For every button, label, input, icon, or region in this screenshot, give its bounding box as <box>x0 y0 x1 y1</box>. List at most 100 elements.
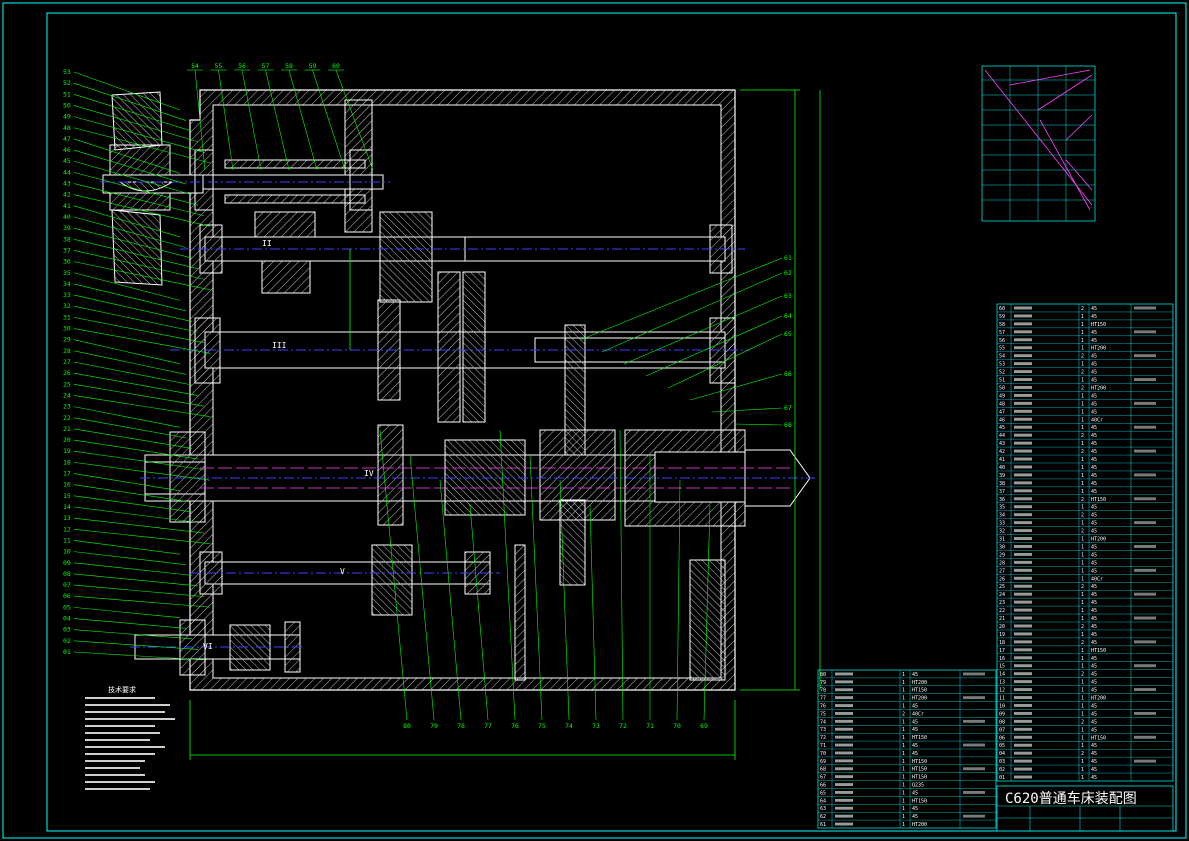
part-name-cell <box>1014 378 1032 381</box>
callout-number: 35 <box>63 269 71 277</box>
part-qty: 1 <box>902 672 905 678</box>
part-name-cell <box>1014 497 1032 501</box>
leader-line <box>73 517 205 534</box>
part-qty: 2 <box>1081 433 1084 439</box>
part-name-cell <box>1014 608 1032 612</box>
part-name-cell <box>1014 457 1032 461</box>
part-material: HT150 <box>912 767 927 773</box>
part-qty: 1 <box>1081 393 1084 399</box>
part-name-cell <box>835 791 853 794</box>
part-material: 45 <box>1091 640 1097 646</box>
shaft-label: IV <box>364 469 374 478</box>
callout-number: 68 <box>784 421 792 429</box>
part-name-cell <box>1014 672 1032 676</box>
part-number: 01 <box>999 775 1005 781</box>
part-qty: 1 <box>1081 775 1084 781</box>
leader-line <box>73 462 211 481</box>
part-number: 28 <box>999 560 1005 566</box>
part-qty: 1 <box>902 767 905 773</box>
part-material: 45 <box>912 672 918 678</box>
part-material: HT200 <box>1091 696 1106 702</box>
part-material: 45 <box>1091 664 1097 670</box>
part-qty: 2 <box>1081 529 1084 535</box>
part-name-cell <box>1014 489 1032 493</box>
part-material: 45 <box>1091 719 1097 725</box>
part-standard-cell <box>1134 568 1156 572</box>
inner-frame <box>46 12 1177 832</box>
part-standard-cell <box>1134 354 1156 358</box>
part-material: 45 <box>1091 505 1097 511</box>
technical-requirements: 技术要求 <box>85 685 175 790</box>
part-name-cell <box>1014 417 1032 421</box>
part-standard-cell <box>1134 330 1156 334</box>
part-material: 40Cr <box>912 711 924 717</box>
part-name-cell <box>1014 529 1032 533</box>
part-material: 45 <box>912 751 918 757</box>
callout-number: 26 <box>63 369 71 377</box>
callout-number: 12 <box>63 525 71 533</box>
callout-number: 21 <box>63 425 71 433</box>
shaft-III <box>170 271 750 456</box>
part-qty: 1 <box>1081 473 1084 479</box>
leader-line <box>73 339 181 365</box>
part-name-cell <box>1014 433 1032 437</box>
part-name-cell <box>835 767 853 771</box>
part-number: 43 <box>999 441 1005 447</box>
part-standard-cell <box>1134 401 1156 405</box>
callout-number: 29 <box>63 336 71 344</box>
callout-number: 80 <box>403 722 411 730</box>
part-number: 64 <box>820 798 826 804</box>
part-number: 22 <box>999 608 1005 614</box>
part-number: 61 <box>820 822 826 828</box>
part-qty: 2 <box>1081 640 1084 646</box>
callout-number: 47 <box>63 135 71 143</box>
part-material: 45 <box>1091 378 1097 384</box>
part-material: 45 <box>1091 338 1097 344</box>
part-number: 68 <box>820 767 826 773</box>
leader-line <box>73 450 205 470</box>
part-material: 45 <box>1091 393 1097 399</box>
callout-number: 79 <box>430 722 438 730</box>
leader-line <box>73 82 187 121</box>
part-number: 06 <box>999 735 1005 741</box>
part-number: 36 <box>999 497 1005 503</box>
callout-number: 58 <box>285 62 293 70</box>
callout-number: 31 <box>63 313 71 321</box>
part-material: 45 <box>1091 727 1097 733</box>
callout-number: 33 <box>63 291 71 299</box>
part-qty: 1 <box>902 743 905 749</box>
part-number: 31 <box>999 537 1005 543</box>
part-name-cell <box>1014 775 1032 779</box>
part-number: 07 <box>999 727 1005 733</box>
part-name-cell <box>1014 513 1032 517</box>
part-qty: 1 <box>902 798 905 804</box>
part-material: 45 <box>1091 465 1097 471</box>
part-number: 38 <box>999 481 1005 487</box>
callout-number: 51 <box>63 90 71 98</box>
callout-number: 64 <box>784 312 792 320</box>
leader-line <box>601 272 783 353</box>
part-qty: 1 <box>902 814 905 820</box>
callout-number: 39 <box>63 224 71 232</box>
part-name-cell <box>835 814 853 818</box>
part-number: 37 <box>999 489 1005 495</box>
part-number: 57 <box>999 330 1005 336</box>
part-material: 45 <box>912 719 918 725</box>
callout-number: 32 <box>63 302 71 310</box>
callout-number: 17 <box>63 470 71 478</box>
part-material: 45 <box>1091 656 1097 662</box>
callout-number: 53 <box>63 68 71 76</box>
part-qty: 1 <box>1081 568 1084 574</box>
leader-line <box>409 454 435 721</box>
part-name-cell <box>1014 592 1032 596</box>
part-number: 51 <box>999 378 1005 384</box>
callout-number: 67 <box>784 404 792 412</box>
leader-line <box>73 529 211 544</box>
leader-line <box>73 629 193 640</box>
callout-number: 37 <box>63 246 71 254</box>
callout-number: 23 <box>63 403 71 411</box>
part-qty: 2 <box>1081 497 1084 503</box>
leader-line <box>312 69 346 171</box>
